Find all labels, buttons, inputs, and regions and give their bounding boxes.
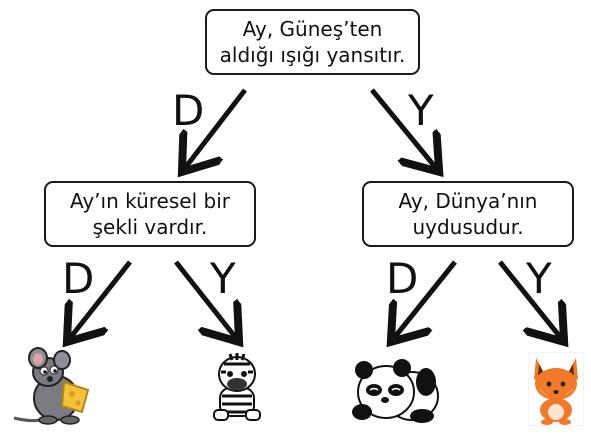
root-statement-box: Ay, Güneş’ten aldığı ışığı yansıtır. [205, 9, 420, 75]
fox-icon [528, 352, 584, 426]
mouse-icon [13, 347, 90, 425]
label-false-root: Y [408, 86, 434, 135]
label-true-root: D [172, 86, 205, 135]
arrow-right-to-fox [498, 260, 561, 338]
label-false-left: Y [210, 254, 236, 303]
arrow-left-to-mouse [70, 260, 132, 338]
left-statement-box: Ay’ın küresel bir şekli vardır. [44, 181, 256, 247]
right-statement-box: Ay, Dünya’nın uydusudur. [362, 181, 574, 247]
left-statement-line1: Ay’ın küresel bir [70, 189, 230, 213]
arrow-right-to-panda [394, 260, 457, 338]
arrow-root-to-right [370, 88, 436, 168]
arrow-left-to-zebra [174, 260, 236, 338]
root-statement-line1: Ay, Güneş’ten [242, 17, 383, 41]
label-true-left: D [62, 254, 95, 303]
panda-icon [352, 359, 439, 423]
left-statement-line2: şekli vardır. [92, 215, 208, 239]
zebra-icon [213, 353, 261, 421]
right-statement-line1: Ay, Dünya’nın [398, 189, 538, 213]
right-statement-line2: uydusudur. [412, 215, 524, 239]
arrow-root-to-left [185, 88, 247, 168]
label-false-right: Y [526, 254, 552, 303]
root-statement-line2: aldığı ışığı yansıtır. [219, 43, 406, 67]
label-true-right: D [386, 254, 419, 303]
